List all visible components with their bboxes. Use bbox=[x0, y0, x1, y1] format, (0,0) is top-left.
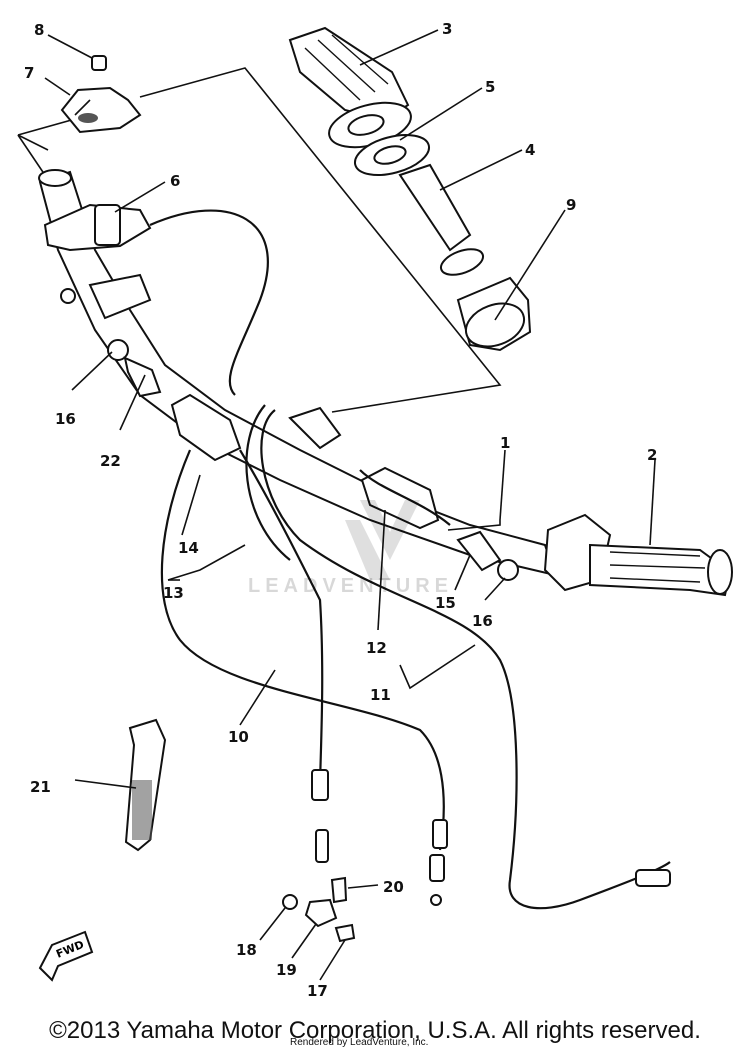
fwd-arrow: FWD bbox=[38, 930, 94, 982]
callout-11: 11 bbox=[370, 686, 391, 704]
callout-14: 14 bbox=[178, 539, 199, 557]
callout-6: 6 bbox=[170, 172, 180, 190]
callout-16-right: 16 bbox=[472, 612, 493, 630]
callout-15: 15 bbox=[435, 594, 456, 612]
watermark-logo bbox=[345, 500, 420, 580]
callout-17: 17 bbox=[307, 982, 328, 1000]
callout-21: 21 bbox=[30, 778, 51, 796]
right-cable-adjuster bbox=[456, 530, 519, 581]
grip-washer bbox=[354, 134, 430, 176]
cover-screw bbox=[91, 55, 107, 71]
small-hardware bbox=[282, 876, 356, 943]
callout-2: 2 bbox=[647, 446, 657, 464]
throttle-cable-boot bbox=[288, 406, 440, 530]
callout-4: 4 bbox=[525, 141, 535, 159]
throttle-housing bbox=[456, 276, 532, 352]
callout-18: 18 bbox=[236, 941, 257, 959]
copyright-notice: ©2013 Yamaha Motor Corporation, U.S.A. A… bbox=[49, 1017, 701, 1044]
callout-labels: 8 7 3 5 4 6 9 2 1 16 22 14 13 15 16 12 1… bbox=[24, 20, 657, 1000]
cable-tie bbox=[124, 718, 167, 852]
callout-13: 13 bbox=[163, 584, 184, 602]
rendered-by-credit: Rendered by LeadVenture, Inc. bbox=[290, 1037, 429, 1048]
leader-lines bbox=[44, 29, 656, 981]
callout-8: 8 bbox=[34, 21, 44, 39]
footer: ©2013 Yamaha Motor Corporation, U.S.A. A… bbox=[0, 1013, 750, 1051]
callout-7: 7 bbox=[24, 64, 34, 82]
handlebar-cable-diagram: FWD 8 7 3 5 4 6 9 bbox=[17, 20, 733, 1000]
callout-19: 19 bbox=[276, 961, 297, 979]
callout-12: 12 bbox=[366, 639, 387, 657]
callout-9: 9 bbox=[566, 196, 576, 214]
left-cable-boot bbox=[170, 393, 242, 462]
cable-ends bbox=[311, 769, 671, 906]
left-cable-adjuster bbox=[107, 339, 162, 398]
callout-3: 3 bbox=[442, 20, 452, 38]
callout-16-left: 16 bbox=[55, 410, 76, 428]
throttle-tube bbox=[398, 163, 485, 276]
callout-22: 22 bbox=[100, 452, 121, 470]
right-grip bbox=[589, 543, 733, 597]
clutch-lever-holder bbox=[43, 203, 152, 252]
left-bracket bbox=[60, 273, 152, 320]
callout-20: 20 bbox=[383, 878, 404, 896]
callout-5: 5 bbox=[485, 78, 495, 96]
watermark-text: LEADVENTURE bbox=[248, 575, 454, 597]
cables bbox=[149, 209, 671, 910]
callout-1: 1 bbox=[500, 434, 510, 452]
lever-cover bbox=[60, 86, 142, 134]
callout-10: 10 bbox=[228, 728, 249, 746]
